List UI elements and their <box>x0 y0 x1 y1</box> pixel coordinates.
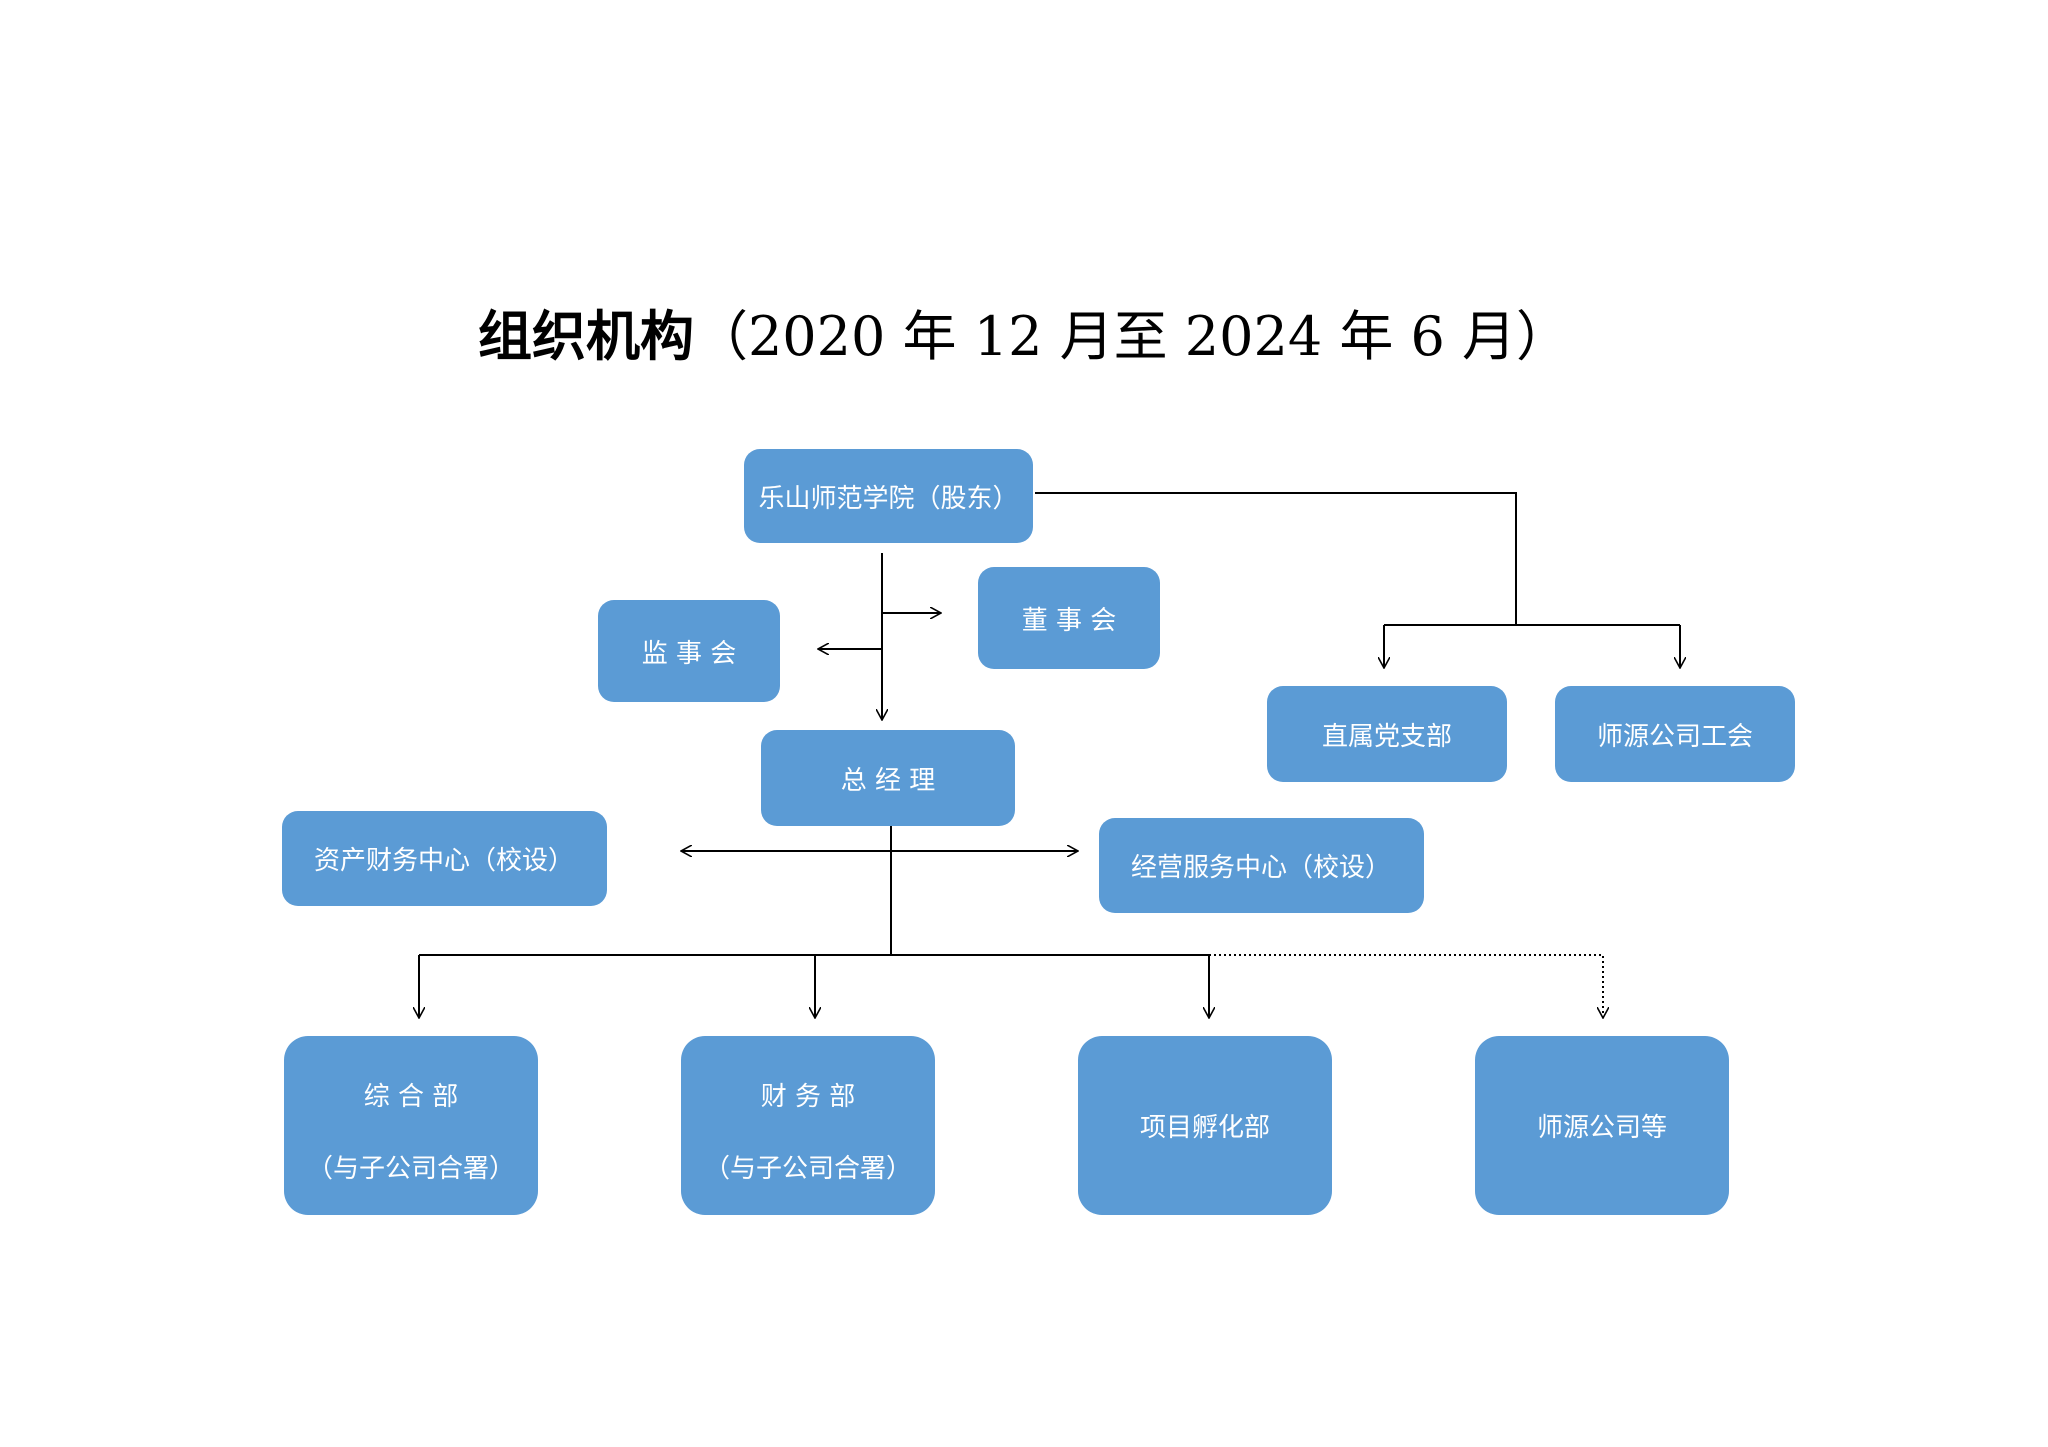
node-incubation-dept-label: 项目孵化部 <box>1139 1113 1270 1143</box>
title-period: （2020 年 12 月至 2024 年 6 月） <box>693 305 1571 368</box>
connector-shareholder-right <box>1035 492 1517 625</box>
node-finance-dept-name: 财 务 部 <box>760 1082 856 1112</box>
dotted-connector-subsidiaries <box>1209 954 1603 1018</box>
node-general-dept-name: 综 合 部 <box>363 1082 459 1112</box>
node-general-dept-note: （与子公司合署） <box>306 1154 515 1184</box>
node-subsidiaries-label: 师源公司等 <box>1536 1113 1667 1143</box>
node-board-of-directors-label: 董 事 会 <box>1021 605 1117 636</box>
node-supervisory-board: 监 事 会 <box>598 600 780 702</box>
title-main: 组织机构 <box>477 305 694 368</box>
node-incubation-dept: 项目孵化部 <box>1078 1036 1332 1215</box>
node-board-of-directors: 董 事 会 <box>978 567 1160 669</box>
node-general-manager-label: 总 经 理 <box>840 765 936 796</box>
node-asset-finance-center-label: 资产财务中心（校设） <box>314 846 575 876</box>
node-labor-union-label: 师源公司工会 <box>1596 721 1753 752</box>
node-asset-finance-center: 资产财务中心（校设） <box>282 811 607 906</box>
node-business-service-center-label: 经营服务中心（校设） <box>1131 853 1392 883</box>
node-labor-union: 师源公司工会 <box>1555 686 1795 782</box>
node-general-manager: 总 经 理 <box>761 730 1015 826</box>
node-general-dept: 综 合 部 （与子公司合署） <box>284 1036 538 1215</box>
node-shareholder-label: 乐山师范学院（股东） <box>758 483 1019 514</box>
page-title: 组织机构（2020 年 12 月至 2024 年 6 月） <box>0 302 2048 372</box>
node-party-branch: 直属党支部 <box>1267 686 1507 782</box>
node-party-branch-label: 直属党支部 <box>1321 721 1452 752</box>
node-business-service-center: 经营服务中心（校设） <box>1099 818 1424 913</box>
node-subsidiaries: 师源公司等 <box>1475 1036 1729 1215</box>
node-supervisory-board-label: 监 事 会 <box>641 638 737 669</box>
node-finance-dept-note: （与子公司合署） <box>703 1154 912 1184</box>
node-shareholder: 乐山师范学院（股东） <box>744 449 1033 543</box>
node-finance-dept: 财 务 部 （与子公司合署） <box>681 1036 935 1215</box>
